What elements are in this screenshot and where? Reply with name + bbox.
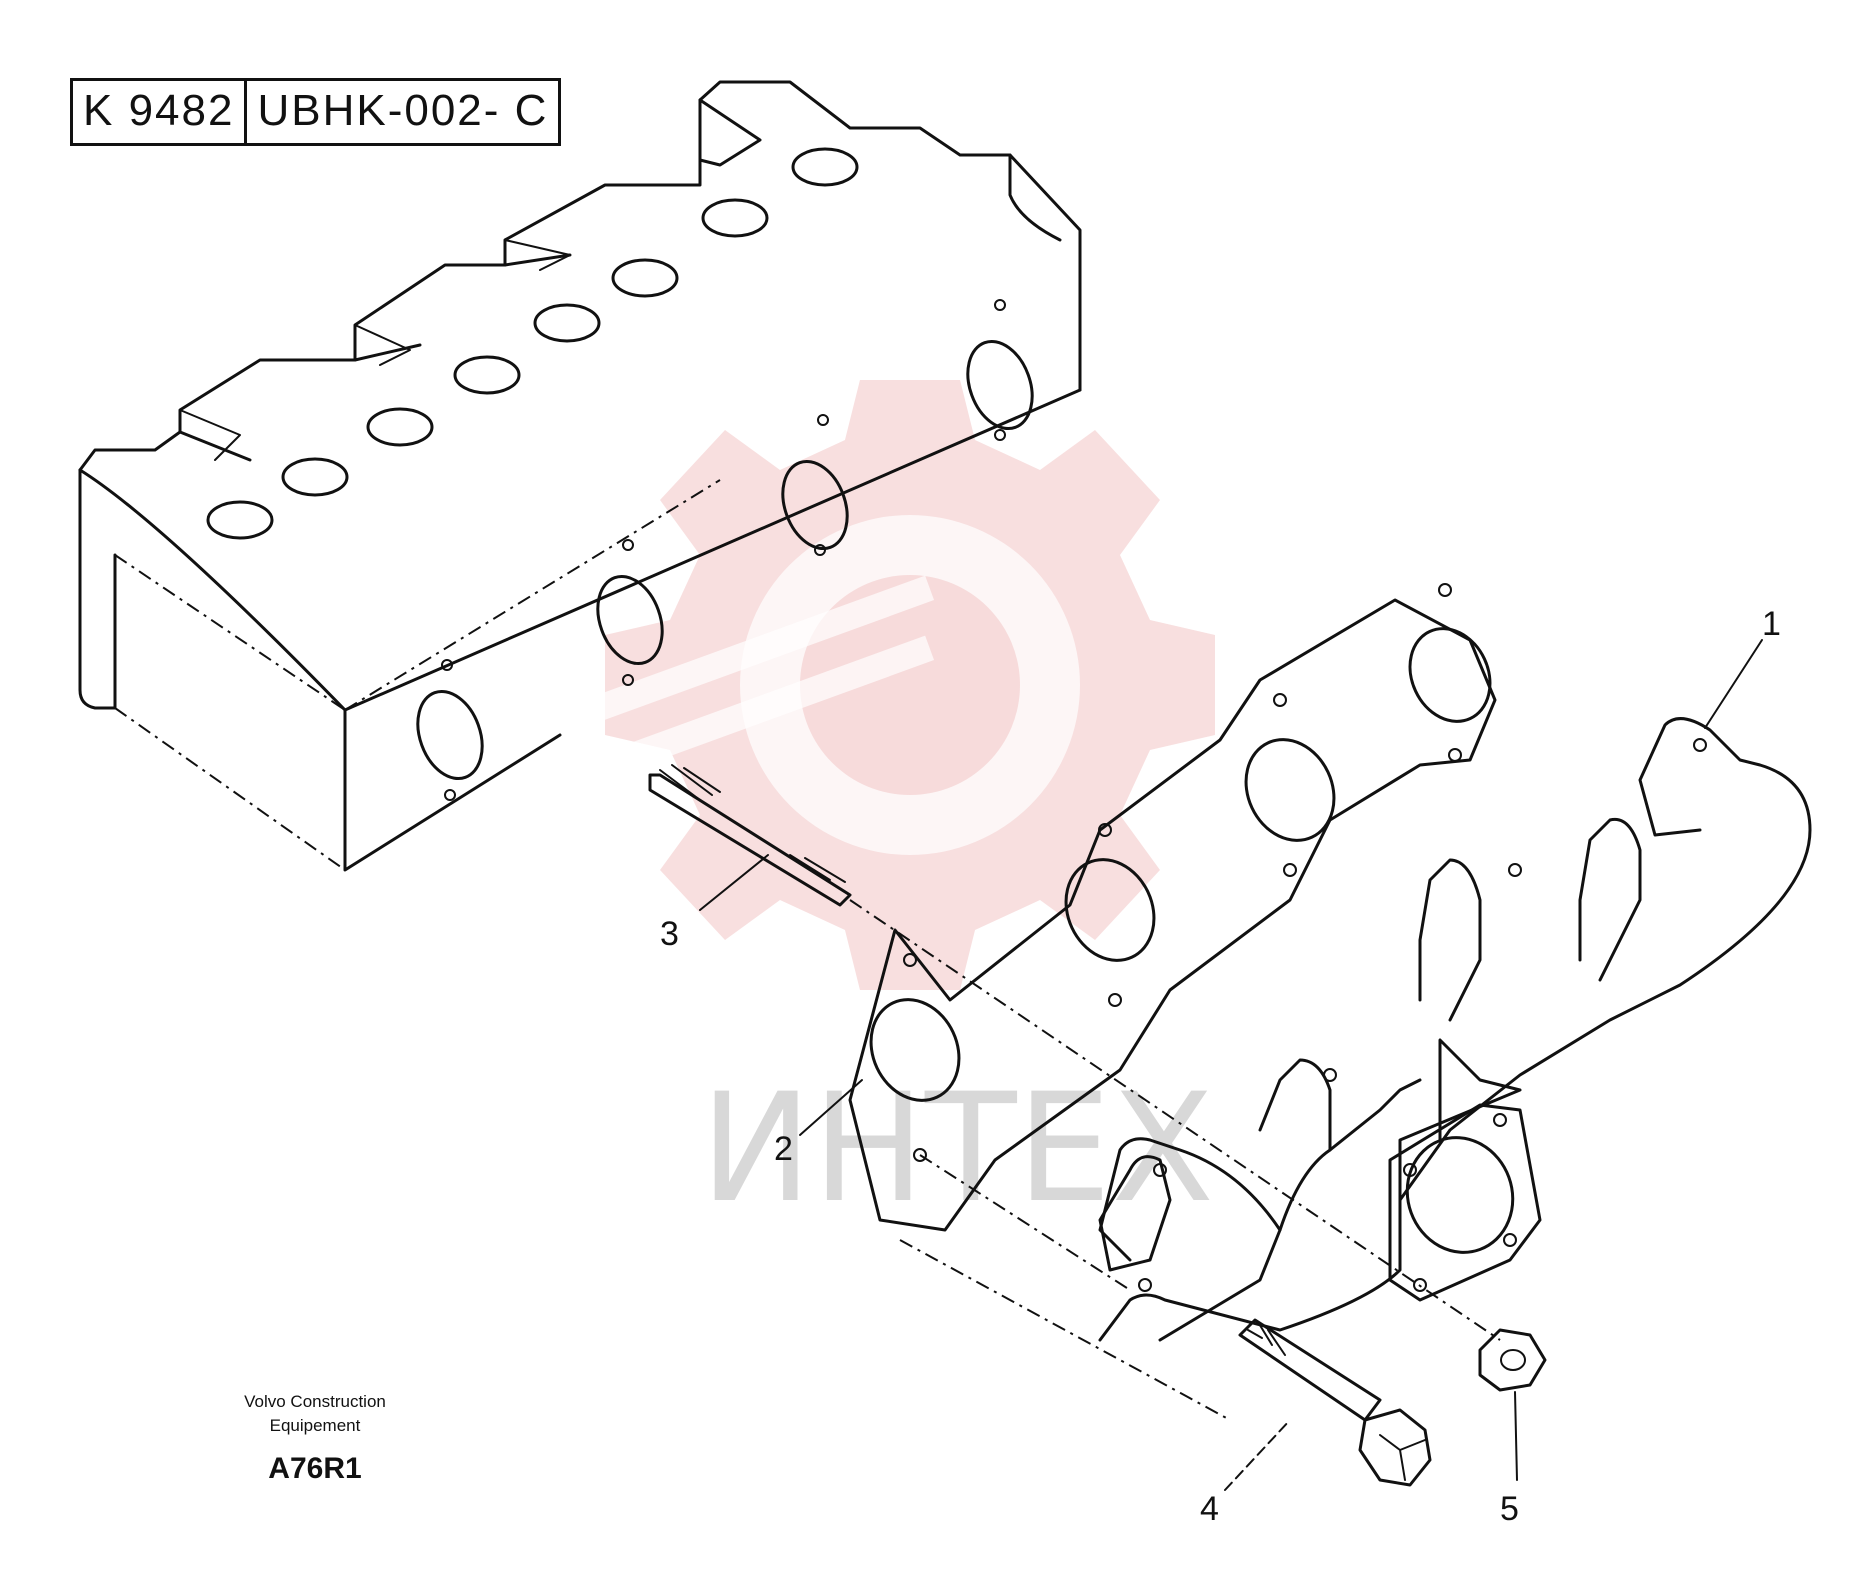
callout-2: 2 <box>774 1130 793 1168</box>
cylinder-head <box>78 80 1082 872</box>
footer-maker-block: Volvo Construction Equipement A76R1 <box>215 1390 415 1486</box>
bolt-part-4 <box>1238 1318 1432 1487</box>
callout-leaders <box>699 639 1763 1491</box>
exhaust-manifold-part-1 <box>1098 717 1812 1342</box>
drawing-code: UBHK-002- C <box>244 81 558 143</box>
gasket-part-2 <box>848 583 1497 1421</box>
nut-part-5 <box>1478 1328 1547 1392</box>
drawing-code-box: K 9482 UBHK-002- C <box>70 78 562 146</box>
stud-part-3 <box>648 764 1501 1341</box>
figure-code: A76R1 <box>268 1452 362 1485</box>
callout-5: 5 <box>1500 1490 1519 1528</box>
callout-4: 4 <box>1200 1490 1219 1528</box>
maker-name-line-1: Volvo Construction <box>244 1392 386 1411</box>
callout-1: 1 <box>1762 605 1781 643</box>
callout-3: 3 <box>660 915 679 953</box>
maker-name-line-2: Equipement <box>269 1416 361 1435</box>
watermark-text: ИНТЕХ <box>700 1062 1214 1236</box>
catalog-code: K 9482 <box>83 86 235 135</box>
